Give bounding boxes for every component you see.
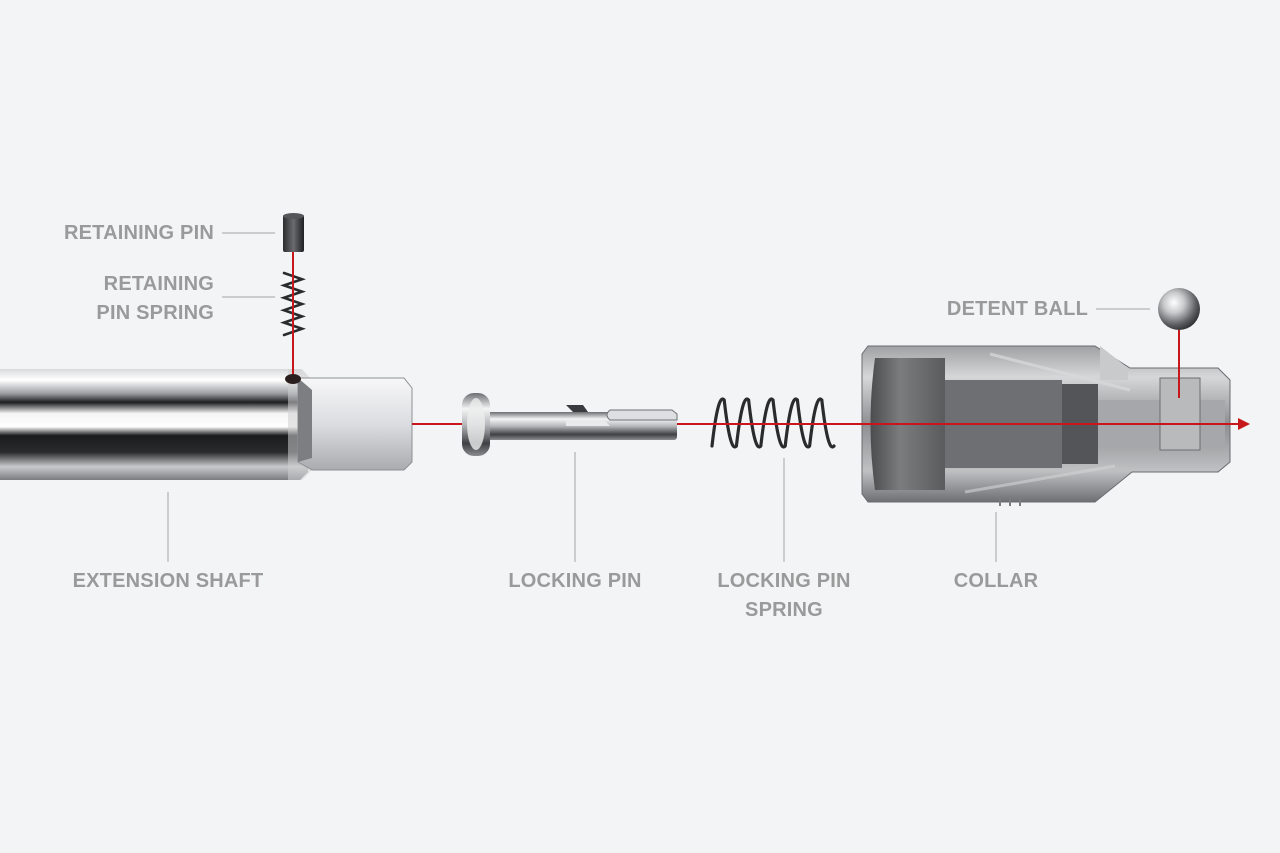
label-detent-ball: DETENT BALL bbox=[946, 298, 1088, 320]
assembly-axis bbox=[292, 252, 1250, 430]
locking-pin-spring bbox=[710, 397, 836, 449]
extension-shaft bbox=[0, 369, 413, 480]
label-retaining-pin-spring: RETAINING PIN SPRING bbox=[96, 273, 214, 324]
label-locking-pin: LOCKING PIN bbox=[508, 570, 642, 592]
label-extension-shaft: EXTENSION SHAFT bbox=[72, 570, 264, 592]
label-retaining-pin: RETAINING PIN bbox=[63, 222, 214, 244]
retaining-pin-spring bbox=[280, 271, 306, 337]
locking-pin bbox=[462, 393, 678, 456]
collar bbox=[861, 345, 1231, 506]
retaining-pin bbox=[283, 213, 304, 252]
detent-ball bbox=[1158, 288, 1200, 330]
leader-lines bbox=[167, 232, 1150, 562]
label-collar: COLLAR bbox=[953, 570, 1039, 592]
label-locking-pin-spring: LOCKING PIN SPRING bbox=[717, 570, 851, 621]
axis-arrowhead bbox=[1238, 418, 1250, 430]
